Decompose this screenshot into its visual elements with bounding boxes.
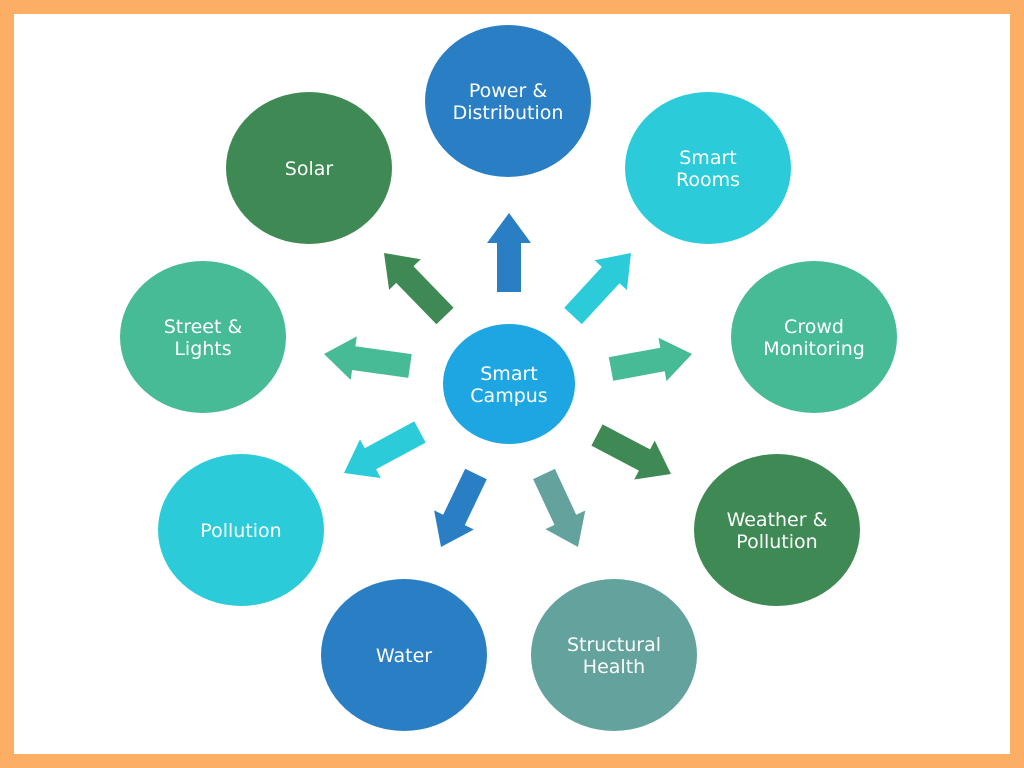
node-pollution: Pollution — [158, 454, 324, 606]
node-circle — [321, 579, 487, 731]
node-label: Weather & — [727, 509, 828, 531]
node-label: Pollution — [200, 520, 281, 542]
node-circle — [158, 454, 324, 606]
node-label: Pollution — [736, 531, 817, 553]
center-node-circle — [443, 324, 575, 444]
node-circle — [694, 454, 860, 606]
node-label: Health — [583, 656, 645, 678]
node-solar: Solar — [226, 92, 392, 244]
node-label: Rooms — [676, 169, 740, 191]
node-weather-pollution: Weather &Pollution — [694, 454, 860, 606]
node-label: Water — [376, 645, 432, 667]
arrow-to-power-distribution — [487, 213, 531, 292]
node-circle — [731, 261, 897, 413]
node-label: Distribution — [453, 102, 564, 124]
node-label: Structural — [567, 634, 661, 656]
node-circle — [425, 25, 591, 177]
node-label: Power & — [469, 80, 547, 102]
node-circle — [531, 579, 697, 731]
node-label: Solar — [285, 158, 334, 180]
node-circle — [120, 261, 286, 413]
node-circle — [226, 92, 392, 244]
node-label: Lights — [174, 338, 231, 360]
node-label: Street & — [164, 316, 243, 338]
node-circle — [625, 92, 791, 244]
arrow-to-smart-rooms — [564, 253, 631, 325]
arrow-to-street-lights — [324, 336, 412, 380]
node-water: Water — [321, 579, 487, 731]
center-node-label: Smart — [480, 363, 537, 385]
center-node-label: Campus — [470, 385, 547, 407]
arrow-to-solar — [384, 253, 454, 325]
node-label: Smart — [679, 147, 736, 169]
node-label: Monitoring — [763, 338, 865, 360]
node-street-lights: Street &Lights — [120, 261, 286, 413]
arrow-to-weather-pollution — [591, 424, 671, 480]
arrow-to-crowd-monitoring — [608, 337, 692, 382]
arrow-to-pollution — [344, 421, 426, 479]
arrow-to-water — [434, 468, 487, 547]
node-label: Crowd — [784, 316, 844, 338]
node-power-distribution: Power &Distribution — [425, 25, 591, 177]
arrow-to-structural-health — [533, 468, 586, 547]
